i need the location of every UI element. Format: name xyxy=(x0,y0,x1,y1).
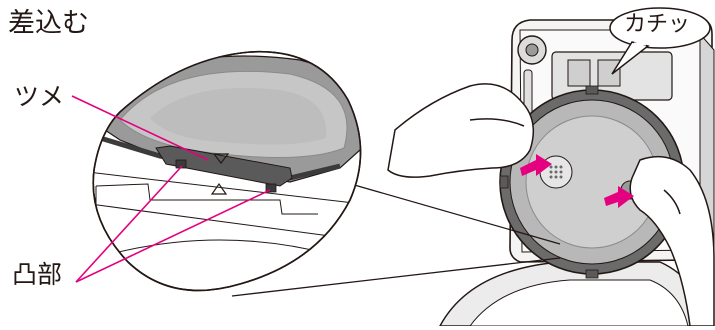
left-hand xyxy=(388,84,533,177)
bump-label: 凸部 xyxy=(12,262,62,287)
step-title: 差込む xyxy=(8,10,89,37)
click-sound-label: カチッ xyxy=(624,14,690,36)
tsume-label: ツメ xyxy=(14,84,64,109)
magnified-detail xyxy=(60,52,380,291)
